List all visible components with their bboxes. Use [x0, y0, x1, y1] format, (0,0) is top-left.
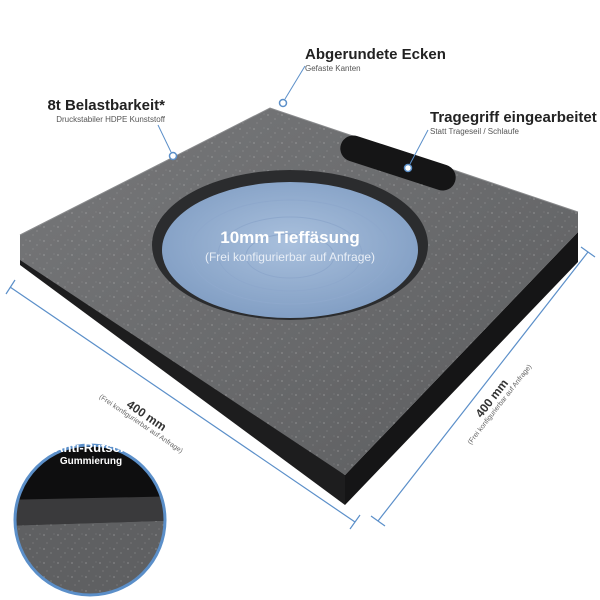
recess-subtitle: (Frei konfigurierbar auf Anfrage): [204, 250, 376, 264]
recess-ring-2: [217, 216, 363, 292]
dimension-line-left: [9, 286, 356, 523]
recess-title: 10mm Tieffäsung: [220, 228, 360, 247]
callout-dot-handle: [403, 163, 413, 173]
inset-label: Anti-Rutsch Gummierung: [26, 440, 156, 467]
callout-corners-title: Abgerundete Ecken: [305, 46, 446, 63]
callout-dot-corners: [278, 98, 288, 108]
callout-handle: Tragegriff eingearbeitet Statt Trageseil…: [430, 109, 597, 136]
recess-ring-3: [245, 233, 335, 279]
dimension-tick-right-a: [370, 515, 386, 527]
recess-label: 10mm Tieffäsung (Frei konfigurierbar auf…: [160, 228, 420, 264]
inset-border: [13, 443, 167, 597]
callout-handle-subtitle: Statt Trageseil / Schlaufe: [430, 127, 519, 136]
callout-load-subtitle: Druckstabiler HDPE Kunststoff: [56, 115, 165, 124]
recess-ring-1: [189, 199, 391, 305]
inset-subtitle: Gummierung: [59, 456, 123, 467]
callout-line-corners: [284, 65, 306, 100]
dimension-line-right: [377, 251, 589, 522]
dimension-tick-left-a: [5, 279, 16, 295]
handle-slot: [340, 135, 456, 191]
callout-line-load: [157, 124, 172, 153]
callout-corners-subtitle: Gefaste Kanten: [305, 64, 361, 73]
callout-handle-title: Tragegriff eingearbeitet: [430, 109, 597, 126]
inset-title: Anti-Rutsch: [54, 440, 128, 455]
callout-line-handle: [409, 129, 429, 165]
callout-dot-load: [168, 151, 178, 161]
callout-corners: Abgerundete Ecken Gefaste Kanten: [305, 46, 446, 73]
plate-side-right: [345, 232, 578, 505]
callout-load: 8t Belastbarkeit* Druckstabiler HDPE Kun…: [15, 97, 165, 124]
dimension-tick-left-b: [349, 514, 361, 530]
dimension-tick-right-b: [580, 246, 596, 258]
plate-top-edge: [19, 107, 579, 236]
recess: [162, 182, 418, 318]
callout-load-title: 8t Belastbarkeit*: [47, 97, 165, 114]
